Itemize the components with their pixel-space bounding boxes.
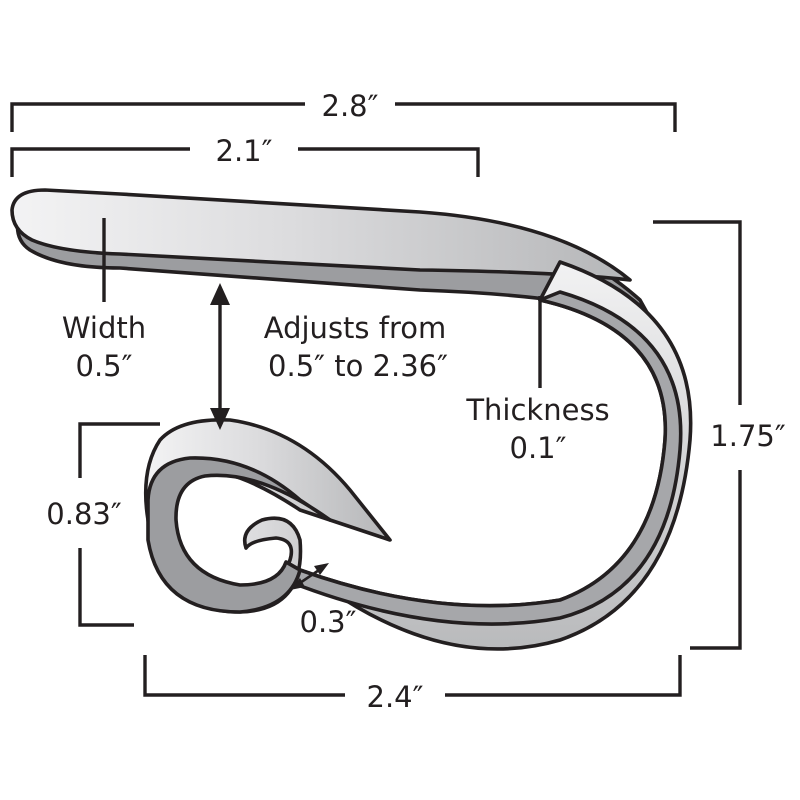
dimline-loop-height (78, 422, 160, 627)
dimline-height (653, 220, 742, 650)
adjustment-arrow (210, 283, 230, 430)
label-width-title: Width (62, 311, 146, 345)
label-top-length: 2.1″ (216, 134, 273, 168)
dimline-top-length (10, 147, 480, 177)
gap-arrow (290, 563, 329, 590)
dimension-lines (10, 102, 742, 697)
label-bottom-length: 2.4″ (367, 680, 424, 714)
label-adjusts-line1: Adjusts from (264, 311, 446, 345)
label-thickness-value: 0.1″ (510, 431, 567, 465)
clip-loop-edge (146, 456, 332, 614)
label-width-value: 0.5″ (76, 349, 133, 383)
label-loop-height: 0.83″ (46, 497, 122, 531)
dimline-overall-length (10, 102, 677, 132)
dimension-labels: 2.8″ 2.1″ Width 0.5″ Adjusts from 0.5″ t… (46, 89, 786, 714)
label-height: 1.75″ (710, 419, 786, 453)
label-adjusts-line2: 0.5″ to 2.36″ (268, 349, 448, 383)
dimline-bottom-length (143, 655, 682, 697)
label-thickness-title: Thickness (465, 393, 609, 427)
label-overall-length: 2.8″ (322, 89, 379, 123)
clip-illustration (10, 188, 693, 651)
label-loop-gap: 0.3″ (300, 605, 357, 639)
